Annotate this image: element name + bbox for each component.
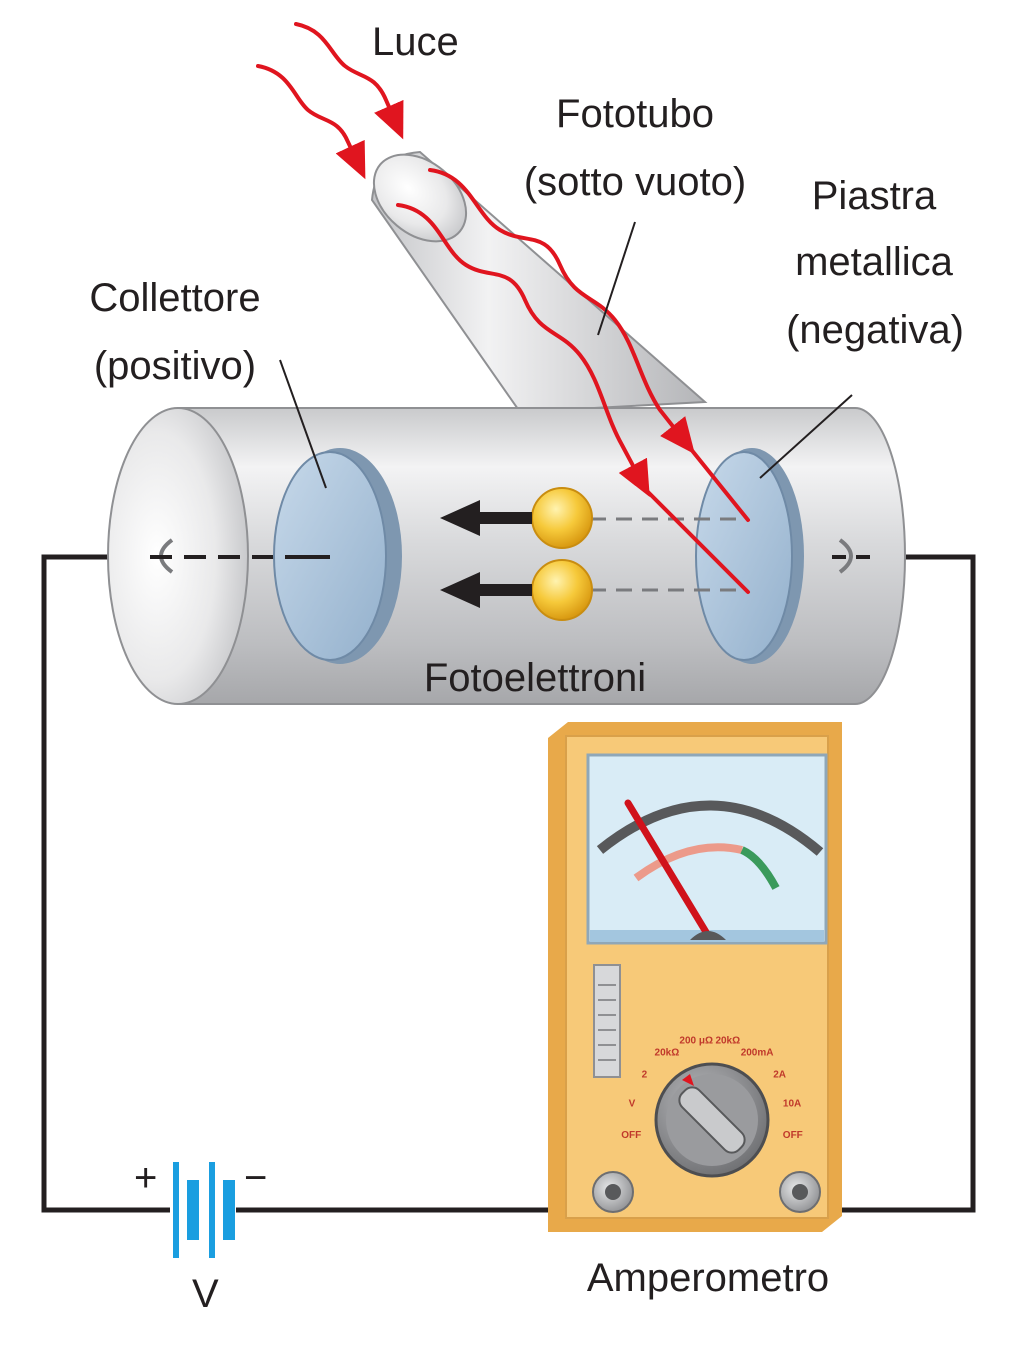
battery	[173, 1162, 235, 1258]
dial-setting-label: 20kΩ	[715, 1036, 740, 1047]
dial-setting-label: 2	[642, 1070, 648, 1081]
label-collettore-2: (positivo)	[93, 344, 257, 388]
meter-needle	[624, 799, 710, 936]
leader-piastra	[759, 394, 853, 479]
wire-left	[41, 554, 170, 1213]
circuit-wires	[41, 554, 976, 1213]
meter-scale-strip	[593, 964, 621, 1078]
meter-scale-inner-green	[740, 846, 780, 890]
light-ray-outside-1	[294, 22, 404, 140]
label-battery-v: V	[192, 1272, 219, 1316]
dial-setting-label: OFF	[621, 1130, 641, 1141]
label-collettore-1: Collettore	[89, 276, 261, 320]
phototube-branch	[370, 150, 708, 414]
light-ray-inside-1	[428, 168, 695, 455]
light-ray-inside-2	[396, 203, 650, 498]
tube-left-end	[107, 407, 249, 705]
label-fotoelettroni: Fotoelettroni	[423, 656, 647, 700]
label-fototubo-2: (sotto vuoto)	[523, 160, 747, 204]
leader-fototubo	[597, 221, 636, 336]
electron-direction-arrows	[440, 500, 532, 608]
electrons	[531, 487, 593, 621]
metal-plate-negative	[695, 448, 804, 664]
label-fototubo-1: Fototubo	[556, 92, 714, 136]
arrow-left-icon	[440, 500, 532, 536]
light-rays	[256, 22, 750, 594]
dial-setting-label: 200 μΩ	[679, 1036, 713, 1047]
label-piastra-3: (negativa)	[786, 308, 964, 352]
dial-setting-label: 2A	[773, 1070, 786, 1081]
light-ray-tail-2	[644, 488, 750, 594]
meter-scale-outer	[596, 800, 824, 856]
electron-bottom	[531, 559, 593, 621]
light-ray-outside-2	[256, 64, 366, 180]
label-piastra-2: metallica	[795, 240, 953, 284]
right-electrode-lead	[838, 538, 853, 574]
dial-setting-label: 200mA	[741, 1048, 774, 1059]
battery-minus-sign: −	[244, 1156, 268, 1200]
label-luce: Luce	[372, 20, 459, 64]
dial-setting-label: 20kΩ	[655, 1048, 680, 1059]
leader-lines	[279, 221, 853, 489]
collector-plate	[273, 448, 402, 664]
label-piastra-1: Piastra	[811, 174, 937, 218]
arrow-left-icon	[440, 572, 532, 608]
battery-plus-sign: +	[134, 1156, 158, 1200]
dial-setting-label: OFF	[783, 1130, 803, 1141]
wire-right	[800, 554, 976, 1213]
dial-setting-label: V	[629, 1099, 636, 1110]
light-ray-tail-1	[688, 446, 750, 522]
dial-setting-label: 10A	[783, 1099, 801, 1110]
label-amperometro: Amperometro	[586, 1256, 830, 1300]
leader-collettore	[279, 359, 327, 489]
electron-top	[531, 487, 593, 549]
meter-scale-inner-red	[633, 843, 743, 882]
